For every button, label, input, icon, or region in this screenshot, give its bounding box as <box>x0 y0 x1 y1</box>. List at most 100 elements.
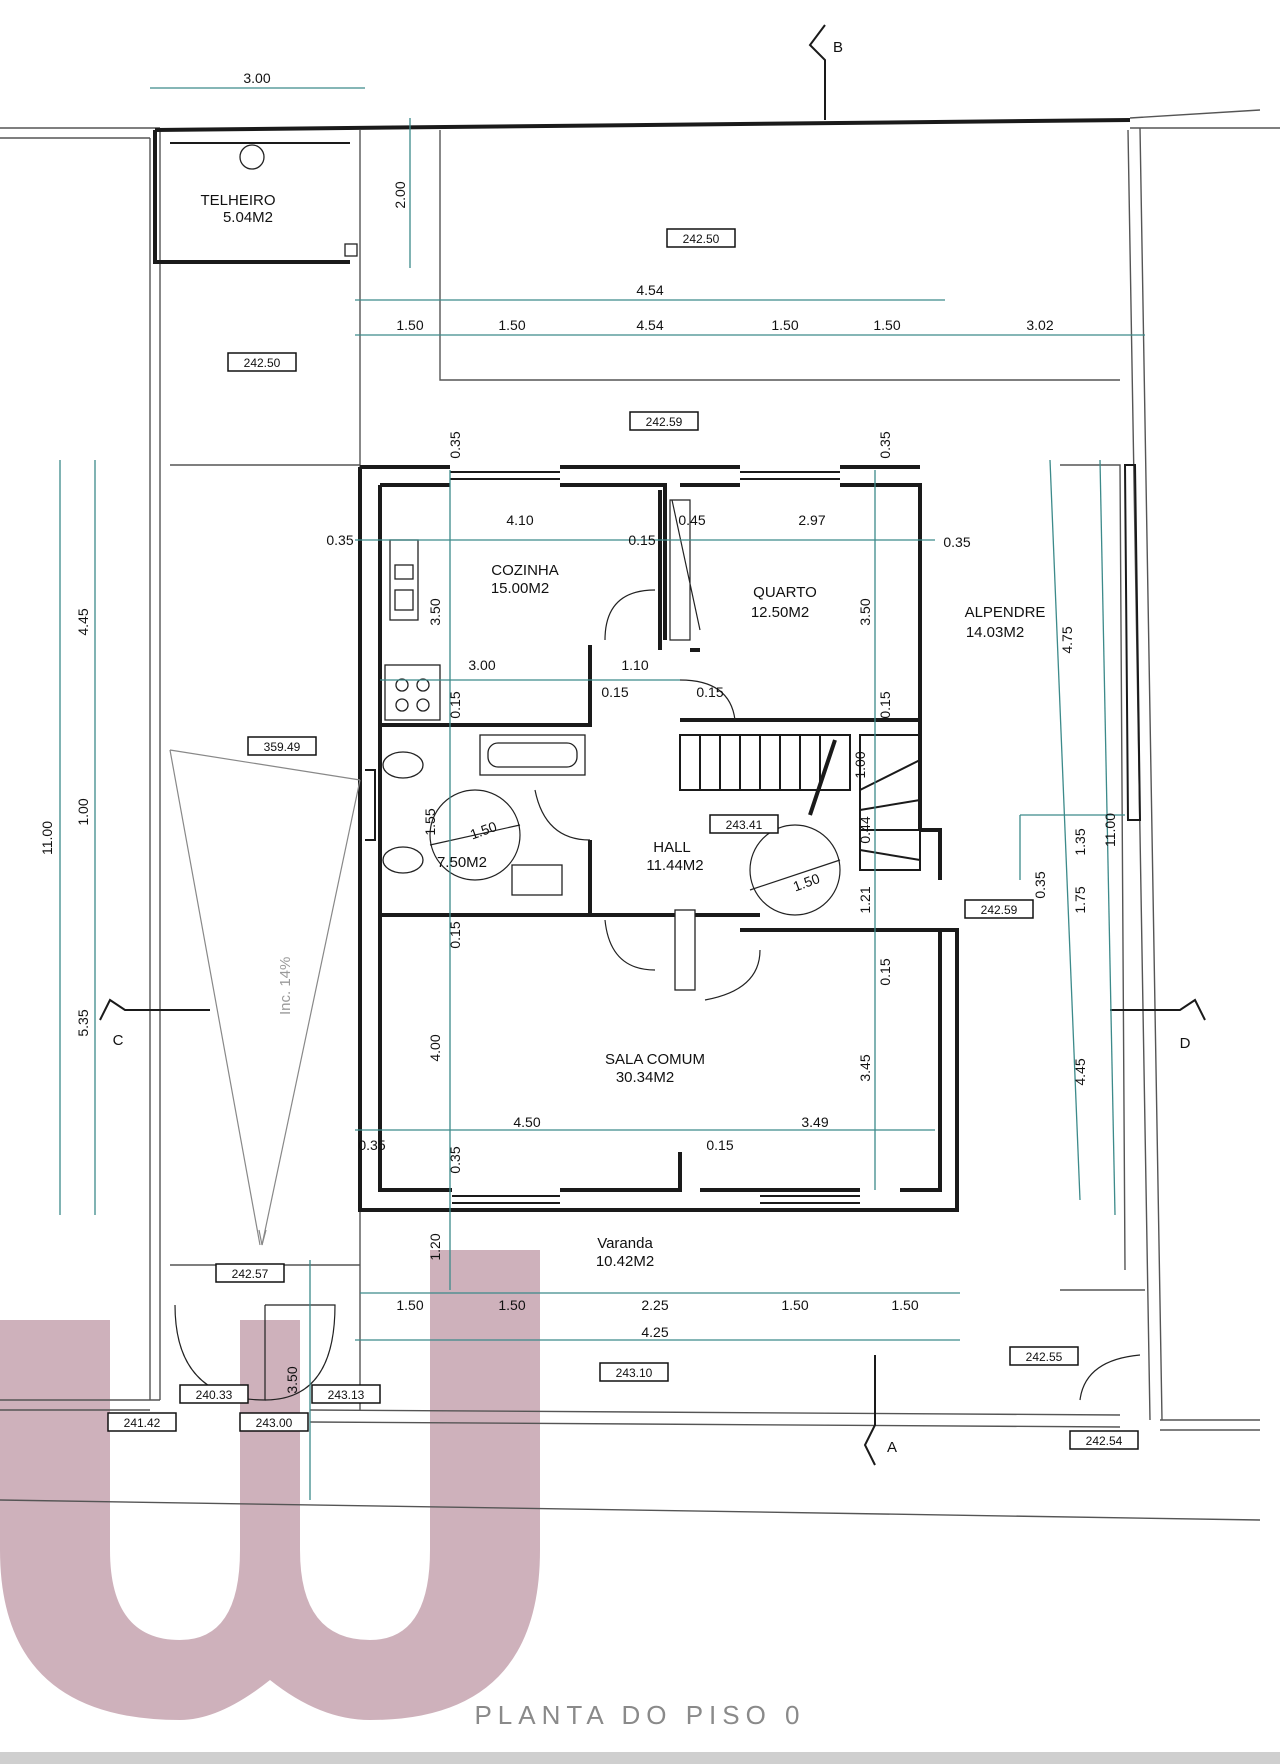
dim-text: 1.50 <box>396 317 423 333</box>
dim-text: 0.35 <box>326 532 353 548</box>
dim-text: 2.97 <box>798 512 825 528</box>
room-varanda-name: Varanda <box>597 1235 653 1252</box>
telheiro-structure <box>153 118 1131 264</box>
dim-text: 0.15 <box>706 1137 733 1153</box>
room-cozinha-area: 15.00M2 <box>491 580 549 597</box>
room-telheiro-name: TELHEIRO <box>200 192 275 209</box>
dim-text: 2.25 <box>641 1297 668 1313</box>
circle-diameter-hall: 1.50 <box>791 870 822 894</box>
room-sala-name: SALA COMUM <box>605 1051 705 1068</box>
section-label-a: A <box>887 1439 897 1456</box>
section-label-b: B <box>833 39 843 56</box>
room-sala-area: 30.34M2 <box>616 1069 674 1086</box>
dimension-texts: 3.00 4.54 1.50 1.50 4.54 1.50 1.50 3.02 … <box>243 70 1053 1340</box>
level-markers: 242.50 242.50 242.59 359.49 243.41 242.5… <box>107 228 1139 1450</box>
dim-text: 4.25 <box>641 1324 668 1340</box>
dim-text: 3.02 <box>1026 317 1053 333</box>
section-label-c: C <box>113 1032 124 1049</box>
dim-text: 0.15 <box>447 921 463 948</box>
plan-title: PLANTA DO PISO 0 <box>474 1700 806 1730</box>
logo-watermark <box>0 1250 540 1720</box>
bottom-band <box>0 1752 1280 1764</box>
level-marker: 242.57 <box>232 1267 269 1281</box>
room-hall-name: HALL <box>653 839 691 856</box>
dim-text: 4.00 <box>427 1034 443 1061</box>
dim-text: 1.35 <box>1072 828 1088 855</box>
dim-text: 4.54 <box>636 282 663 298</box>
dim-text: 0.15 <box>601 684 628 700</box>
section-label-d: D <box>1180 1035 1191 1052</box>
dim-text: 1.00 <box>852 751 868 778</box>
logo-shape <box>0 1250 540 1720</box>
section-markers <box>99 24 1206 1466</box>
dim-text: 1.50 <box>396 1297 423 1313</box>
dim-text: 1.50 <box>891 1297 918 1313</box>
level-marker: 243.00 <box>256 1416 293 1430</box>
dim-text: 1.50 <box>781 1297 808 1313</box>
dim-text: 3.50 <box>857 598 873 625</box>
dim-text: 3.50 <box>284 1366 300 1393</box>
room-hall-area: 11.44M2 <box>646 857 703 874</box>
room-cozinha-name: COZINHA <box>491 562 559 579</box>
level-marker: 243.10 <box>616 1366 653 1380</box>
dim-text: 4.45 <box>1072 1058 1088 1085</box>
dim-text: 3.45 <box>857 1054 873 1081</box>
dim-text: 1.55 <box>422 808 438 835</box>
dim-text: 0.45 <box>678 512 705 528</box>
dim-text: 1.50 <box>873 317 900 333</box>
dim-text: 1.21 <box>857 886 873 913</box>
turning-circles <box>429 789 841 916</box>
dim-text: 0.35 <box>447 431 463 458</box>
room-labels: TELHEIRO 5.04M2 COZINHA 15.00M2 QUARTO 1… <box>200 192 1045 1270</box>
level-marker: 242.50 <box>244 356 281 370</box>
dim-text: 3.00 <box>243 70 270 86</box>
level-marker: 243.41 <box>726 818 763 832</box>
dim-text: 0.35 <box>1032 871 1048 898</box>
room-wc-area: 7.50M2 <box>437 854 487 871</box>
section-labels: A B C D <box>113 39 1191 1456</box>
dim-text: 0.15 <box>877 958 893 985</box>
dim-text: 4.50 <box>513 1114 540 1130</box>
level-marker: 243.13 <box>328 1388 365 1402</box>
dim-text: 1.50 <box>771 317 798 333</box>
dim-text: 1.50 <box>498 317 525 333</box>
dim-text: 1.75 <box>1072 886 1088 913</box>
dim-text: 4.10 <box>506 512 533 528</box>
dim-text: 0.15 <box>877 691 893 718</box>
dim-text: 0.44 <box>857 816 873 843</box>
dim-text: 11.00 <box>1102 813 1118 847</box>
dim-text: 3.00 <box>468 657 495 673</box>
circle-diameter-wc: 1.50 <box>468 818 499 842</box>
dim-text: 0.35 <box>943 534 970 550</box>
fixtures <box>382 499 701 896</box>
dim-text: 4.45 <box>75 608 91 635</box>
ramp <box>169 749 361 1246</box>
dim-text: 0.35 <box>447 1146 463 1173</box>
dim-text: 3.50 <box>427 598 443 625</box>
level-marker: 242.59 <box>981 903 1018 917</box>
dim-text: 1.00 <box>75 798 91 825</box>
dim-text: 0.35 <box>358 1137 385 1153</box>
dim-text: 1.20 <box>427 1233 443 1260</box>
level-marker: 241.42 <box>124 1416 161 1430</box>
dim-text: 1.10 <box>621 657 648 673</box>
window-marks <box>365 471 860 1204</box>
level-marker: 240.33 <box>196 1388 233 1402</box>
room-varanda-area: 10.42M2 <box>596 1253 654 1270</box>
dim-text: 2.00 <box>392 181 408 208</box>
room-telheiro-area: 5.04M2 <box>223 209 273 226</box>
dim-text: 0.15 <box>447 691 463 718</box>
dim-text: 5.35 <box>75 1009 91 1036</box>
dim-text: 4.54 <box>636 317 663 333</box>
vertical-dimension-texts: 2.00 0.35 0.35 3.50 3.50 0.15 0.15 1.55 … <box>39 181 1118 1393</box>
dim-text: 4.75 <box>1059 626 1075 653</box>
room-alpendre-area: 14.03M2 <box>966 624 1024 641</box>
level-marker: 242.55 <box>1026 1350 1063 1364</box>
level-marker: 242.54 <box>1086 1434 1123 1448</box>
dim-text: 1.50 <box>498 1297 525 1313</box>
room-quarto-area: 12.50M2 <box>751 604 809 621</box>
level-marker: 242.50 <box>683 232 720 246</box>
dim-text: 3.49 <box>801 1114 828 1130</box>
doors <box>174 589 1141 1401</box>
